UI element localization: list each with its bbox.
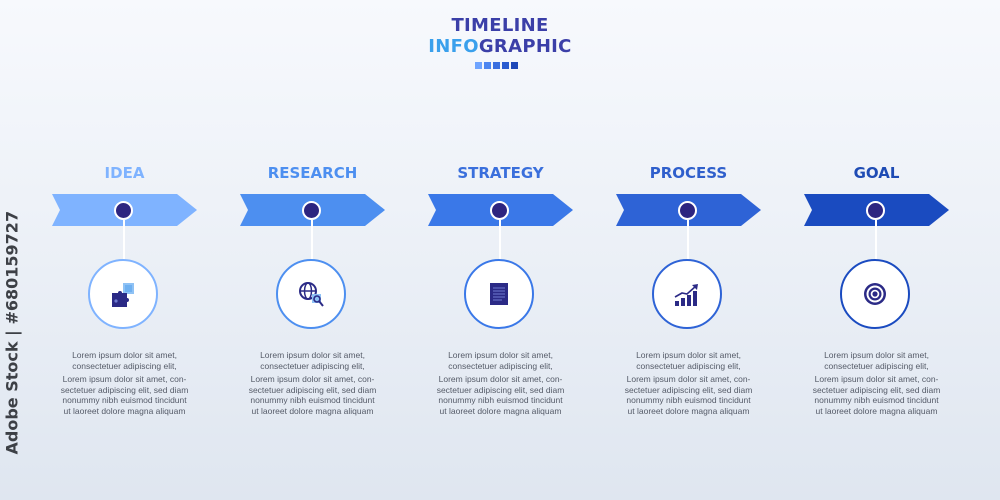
timeline-step-goal: GOAL Lorem ipsum dolor sit amet,consecte… xyxy=(804,0,949,500)
timeline-step-research: RESEARCH Lorem ipsum dolor sit amet,cons… xyxy=(240,0,385,500)
step-node xyxy=(114,201,133,220)
step-icon-circle xyxy=(840,259,910,329)
step-connector xyxy=(123,220,125,260)
step-text-long: Lorem ipsum dolor sit amet, con-sectetue… xyxy=(248,374,377,416)
step-icon-circle xyxy=(276,259,346,329)
title-decoration-squares xyxy=(475,62,518,69)
title-line-infographic: INFOGRAPHIC xyxy=(0,36,1000,58)
step-text-short: Lorem ipsum dolor sit amet,consectetuer … xyxy=(824,350,929,371)
step-text-long: Lorem ipsum dolor sit amet, con-sectetue… xyxy=(812,374,941,416)
step-icon-circle xyxy=(464,259,534,329)
step-node xyxy=(866,201,885,220)
step-label: RESEARCH xyxy=(267,164,358,182)
decoration-square xyxy=(484,62,491,69)
target-icon xyxy=(864,283,886,305)
step-text-short: Lorem ipsum dolor sit amet,consectetuer … xyxy=(636,350,741,371)
stock-watermark-text: Adobe Stock | #680159727 xyxy=(2,210,22,455)
step-node xyxy=(302,201,321,220)
step-label: GOAL xyxy=(853,164,900,182)
timeline-step-strategy: STRATEGY Lorem ipsum dolor sit amet,cons… xyxy=(428,0,573,500)
step-label: STRATEGY xyxy=(457,164,544,182)
timeline-step-idea: IDEA Lorem ipsum dolor sit amet,consecte… xyxy=(52,0,197,500)
step-text-short: Lorem ipsum dolor sit amet,consectetuer … xyxy=(448,350,553,371)
globe-search-icon xyxy=(299,282,324,307)
step-connector xyxy=(875,220,877,260)
timeline-step-process: PROCESS Lorem ipsum dolor sit amet,conse… xyxy=(616,0,761,500)
step-node xyxy=(678,201,697,220)
step-icon-circle xyxy=(652,259,722,329)
title-accent-text: INFO xyxy=(428,36,479,57)
decoration-square xyxy=(475,62,482,69)
step-node xyxy=(490,201,509,220)
growth-chart-icon xyxy=(674,284,698,306)
decoration-square xyxy=(511,62,518,69)
title-line-timeline: TIMELINE xyxy=(451,15,549,36)
decoration-square xyxy=(502,62,509,69)
step-label: PROCESS xyxy=(649,164,728,182)
step-label: IDEA xyxy=(104,164,145,182)
title-rest-text: GRAPHIC xyxy=(478,36,572,57)
step-text-long: Lorem ipsum dolor sit amet, con-sectetue… xyxy=(436,374,565,416)
step-connector xyxy=(499,220,501,260)
step-icon-circle xyxy=(88,259,158,329)
document-icon xyxy=(490,283,508,305)
step-text-long: Lorem ipsum dolor sit amet, con-sectetue… xyxy=(60,374,189,416)
puzzle-icon xyxy=(112,283,134,307)
step-text-long: Lorem ipsum dolor sit amet, con-sectetue… xyxy=(624,374,753,416)
step-connector xyxy=(687,220,689,260)
step-text-short: Lorem ipsum dolor sit amet,consectetuer … xyxy=(260,350,365,371)
step-connector xyxy=(311,220,313,260)
decoration-square xyxy=(493,62,500,69)
step-text-short: Lorem ipsum dolor sit amet,consectetuer … xyxy=(72,350,177,371)
